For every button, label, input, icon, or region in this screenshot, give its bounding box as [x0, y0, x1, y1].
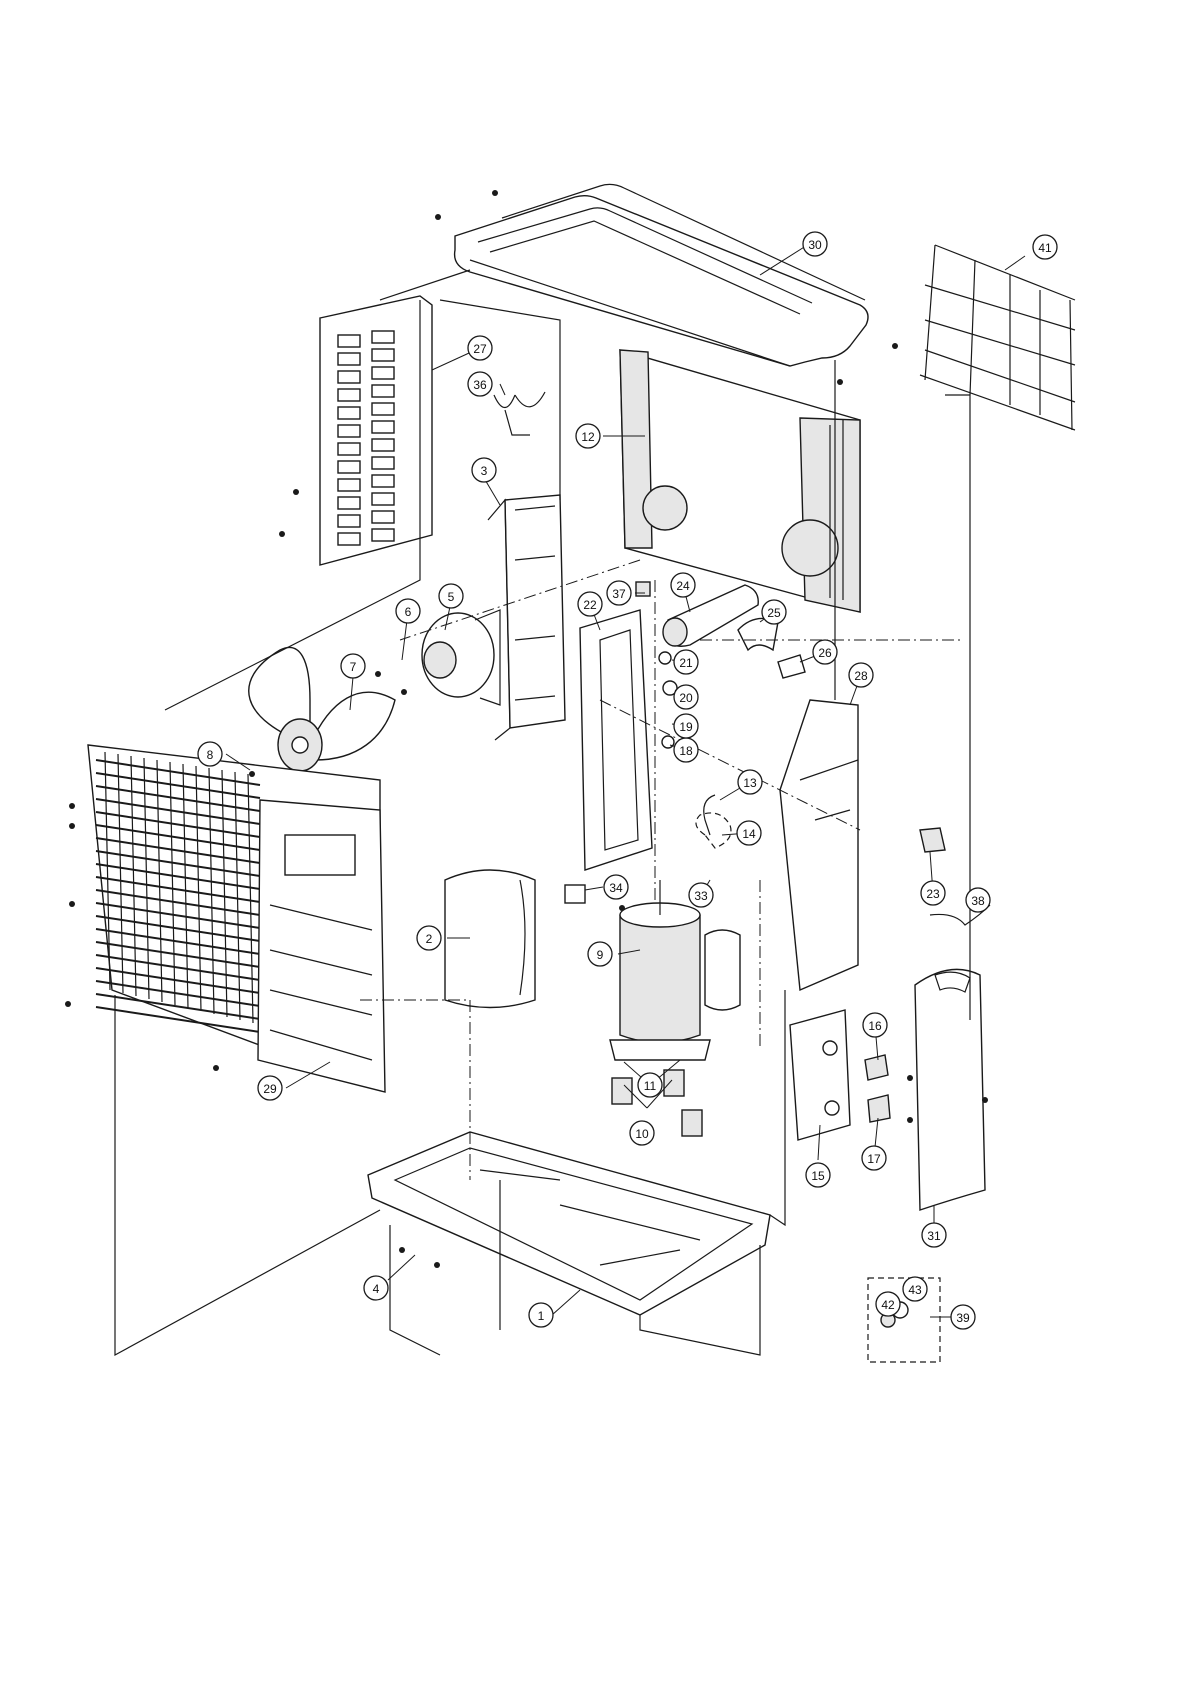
callout-label: 4 [373, 1282, 380, 1296]
callout-label: 2 [426, 932, 433, 946]
callout-label: 24 [676, 579, 690, 593]
callout-label: 34 [609, 881, 623, 895]
callout-41: 41 [1033, 235, 1057, 259]
right-side-panel [780, 700, 858, 990]
callout-11: 11 [638, 1073, 662, 1097]
callout-label: 36 [473, 378, 487, 392]
callout-12: 12 [576, 424, 600, 448]
callout-27: 27 [468, 336, 492, 360]
callout-10: 10 [630, 1121, 654, 1145]
callout-label: 20 [679, 691, 693, 705]
callout-24: 24 [671, 573, 695, 597]
callout-label: 16 [868, 1019, 882, 1033]
callout-4: 4 [364, 1276, 388, 1300]
callout-29: 29 [258, 1076, 282, 1100]
callout-17: 17 [862, 1146, 886, 1170]
callout-label: 27 [473, 342, 487, 356]
callout-label: 12 [581, 430, 595, 444]
callout-label: 29 [263, 1082, 277, 1096]
callout-label: 42 [881, 1298, 895, 1312]
callout-26: 26 [813, 640, 837, 664]
callout-21: 21 [674, 650, 698, 674]
callout-25: 25 [762, 600, 786, 624]
callout-label: 6 [405, 605, 412, 619]
callout-15: 15 [806, 1163, 830, 1187]
callout-label: 13 [743, 776, 757, 790]
compressor [610, 880, 740, 1060]
compressor-insulation [445, 870, 535, 1008]
callout-label: 17 [867, 1152, 881, 1166]
callout-label: 18 [679, 744, 693, 758]
callout-label: 14 [742, 827, 756, 841]
callout-13: 13 [738, 770, 762, 794]
top-panel [455, 184, 868, 366]
callout-label: 38 [971, 894, 985, 908]
callout-label: 9 [597, 948, 604, 962]
callout-label: 33 [694, 889, 708, 903]
valve-panel [790, 1010, 850, 1140]
callout-19: 19 [674, 714, 698, 738]
callout-36: 36 [468, 372, 492, 396]
callout-label: 30 [808, 238, 822, 252]
callout-6: 6 [396, 599, 420, 623]
fan-motor [422, 610, 500, 705]
callout-22: 22 [578, 592, 602, 616]
callout-33: 33 [689, 883, 713, 907]
callout-39: 39 [951, 1305, 975, 1329]
callout-23: 23 [921, 881, 945, 905]
partition-panel [580, 610, 652, 870]
callout-label: 5 [448, 590, 455, 604]
callout-label: 26 [818, 646, 832, 660]
left-side-panel [320, 296, 432, 565]
callout-label: 43 [908, 1283, 922, 1297]
base-pan [368, 1132, 770, 1315]
callout-label: 10 [635, 1127, 649, 1141]
callout-1: 1 [529, 1303, 553, 1327]
callout-label: 25 [767, 606, 781, 620]
callout-label: 8 [207, 748, 214, 762]
callout-label: 1 [538, 1309, 545, 1323]
callout-label: 39 [956, 1311, 970, 1325]
callout-label: 22 [583, 598, 597, 612]
callout-label: 37 [612, 587, 626, 601]
callout-label: 19 [679, 720, 693, 734]
callout-9: 9 [588, 942, 612, 966]
callout-3: 3 [472, 458, 496, 482]
front-panel [88, 745, 385, 1092]
condenser-coil [620, 350, 860, 612]
service-valves [865, 1055, 890, 1122]
callout-16: 16 [863, 1013, 887, 1037]
callout-label: 21 [679, 656, 693, 670]
callout-label: 41 [1038, 241, 1052, 255]
callout-37: 37 [607, 581, 631, 605]
callout-20: 20 [674, 685, 698, 709]
rear-grille [920, 245, 1075, 430]
callout-label: 28 [854, 669, 868, 683]
callout-8: 8 [198, 742, 222, 766]
callout-31: 31 [922, 1223, 946, 1247]
callout-label: 31 [927, 1229, 941, 1243]
callout-label: 7 [350, 660, 357, 674]
callout-7: 7 [341, 654, 365, 678]
callout-5: 5 [439, 584, 463, 608]
valve-cover [915, 969, 985, 1210]
callout-38: 38 [966, 888, 990, 912]
callout-label: 3 [481, 464, 488, 478]
callout-label: 15 [811, 1169, 825, 1183]
callout-42: 42 [876, 1292, 900, 1316]
callout-2: 2 [417, 926, 441, 950]
callout-18: 18 [674, 738, 698, 762]
callout-14: 14 [737, 821, 761, 845]
callout-label: 23 [926, 887, 940, 901]
callout-34: 34 [604, 875, 628, 899]
callout-30: 30 [803, 232, 827, 256]
callout-28: 28 [849, 663, 873, 687]
callout-label: 11 [644, 1079, 657, 1093]
callout-43: 43 [903, 1277, 927, 1301]
